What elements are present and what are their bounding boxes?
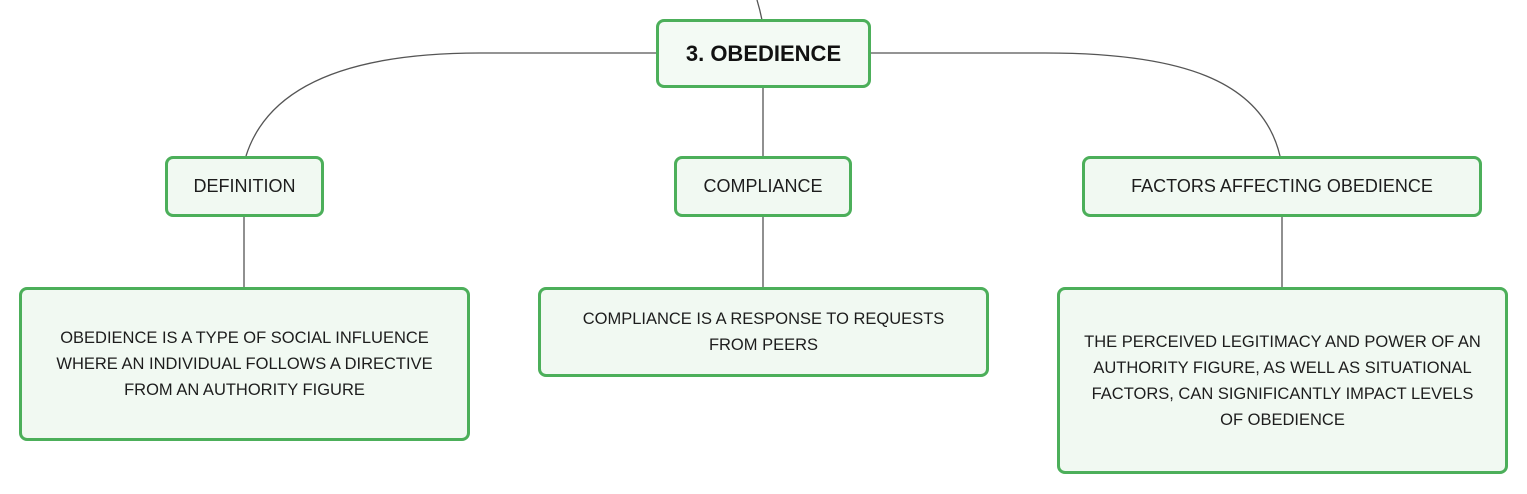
topic-node-compliance[interactable]: COMPLIANCE [674, 156, 852, 217]
topic-label-compliance: COMPLIANCE [703, 176, 823, 196]
detail-node-definition[interactable]: OBEDIENCE IS A TYPE OF SOCIAL INFLUENCE … [19, 287, 470, 441]
detail-node-compliance[interactable]: COMPLIANCE IS A RESPONSE TO REQUESTS FRO… [538, 287, 989, 377]
edge-parent-to-root [756, 0, 763, 21]
topic-node-factors[interactable]: FACTORS AFFECTING OBEDIENCE [1082, 156, 1482, 217]
topic-label-factors: FACTORS AFFECTING OBEDIENCE [1131, 176, 1433, 196]
edge-root-to-definition [245, 52, 656, 157]
edge-root-to-factors [870, 52, 1281, 157]
root-node[interactable]: 3. OBEDIENCE [656, 19, 871, 88]
root-node-label: 3. OBEDIENCE [685, 40, 842, 66]
topic-node-definition[interactable]: DEFINITION [165, 156, 324, 217]
detail-text-definition: OBEDIENCE IS A TYPE OF SOCIAL INFLUENCE … [56, 329, 433, 399]
detail-node-factors[interactable]: THE PERCEIVED LEGITIMACY AND POWER OF AN… [1057, 287, 1508, 474]
detail-text-compliance: COMPLIANCE IS A RESPONSE TO REQUESTS FRO… [582, 310, 945, 354]
detail-text-factors: THE PERCEIVED LEGITIMACY AND POWER OF AN… [1084, 332, 1481, 429]
topic-label-definition: DEFINITION [193, 176, 296, 196]
